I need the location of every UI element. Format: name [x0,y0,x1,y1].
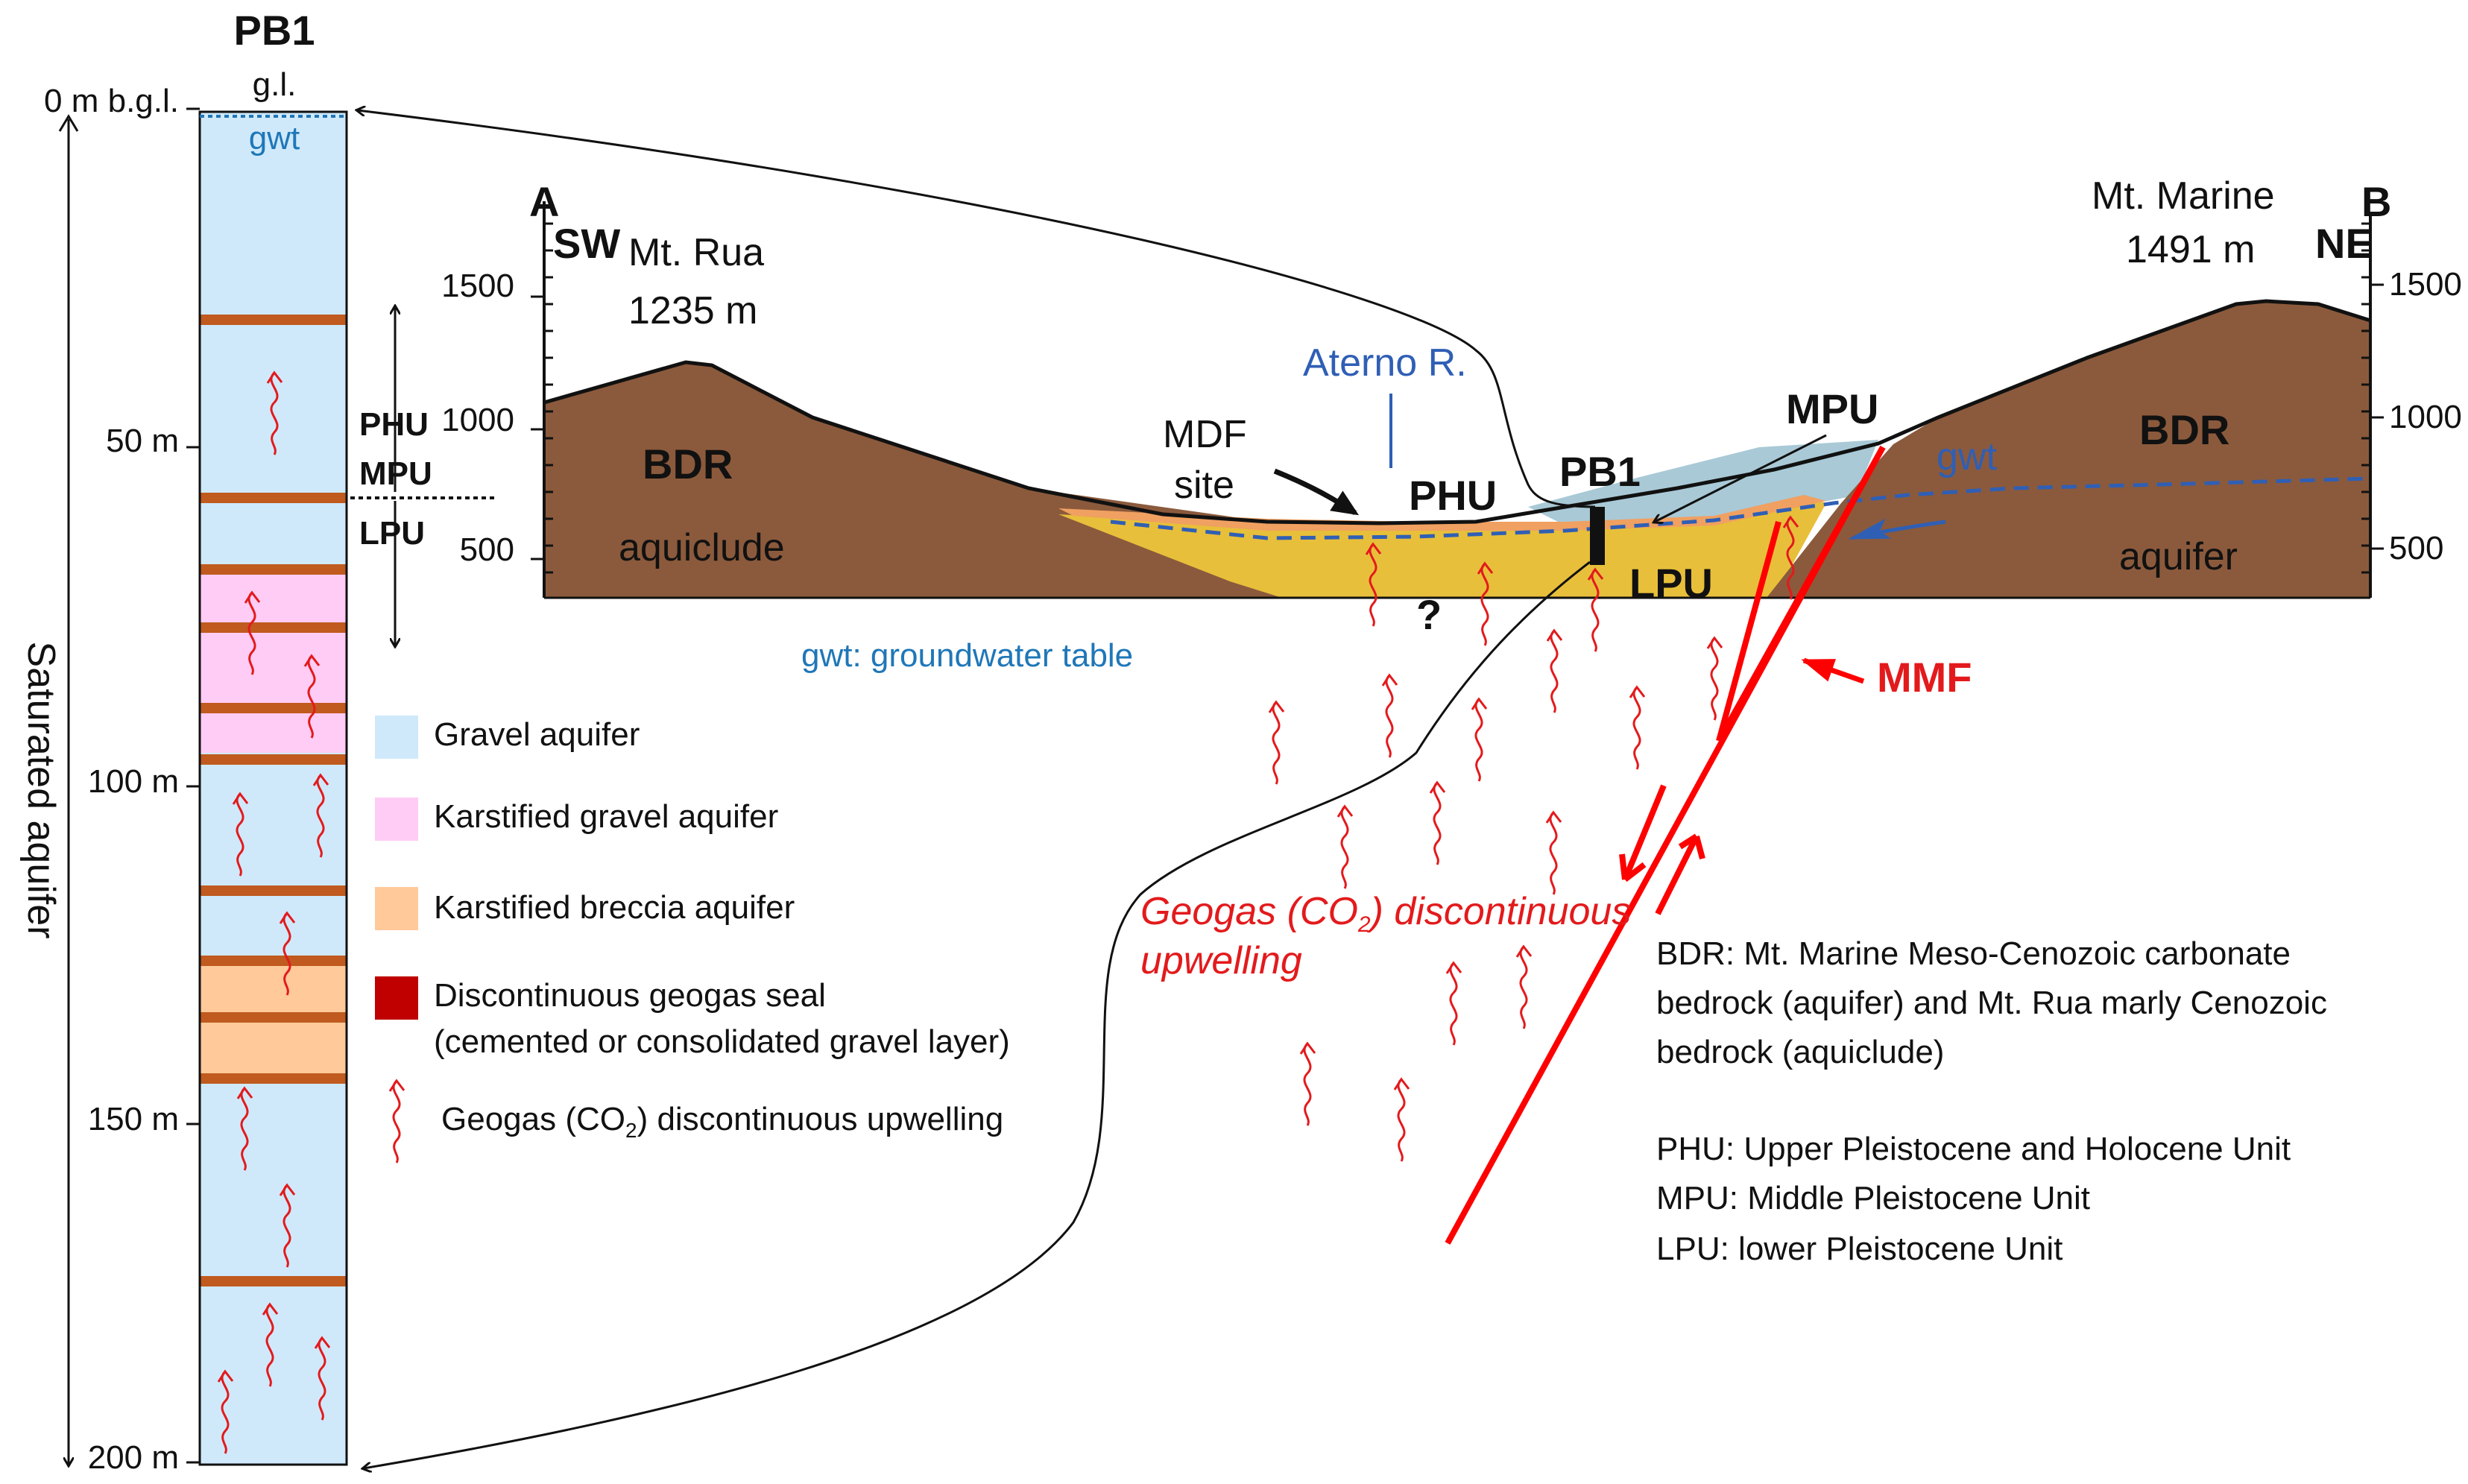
geogas-label-line2: upwelling [1140,939,1302,982]
section-dir-sw: SW [553,220,620,267]
right-tick-1000: 1000 [2389,399,2462,435]
phu-unit-label: PHU [359,406,429,443]
legend: Gravel aquifer Karstified gravel aquifer… [375,716,1010,1164]
depth-label-150: 150 m [88,1101,179,1137]
notes: BDR: Mt. Marine Meso-Cenozoic carbonate … [1656,935,2327,1267]
ground-level-label: g.l. [253,66,297,103]
mpu-section-label: MPU [1786,385,1878,432]
mpu-unit-label: MPU [359,455,432,492]
column-gravel-body [198,110,348,1466]
section-end-a: A [529,178,559,225]
depth-label-50: 50 m [106,423,179,459]
legend-upwelling-icon [388,1079,405,1164]
geogas-label-sub: 2 [1357,912,1371,937]
note-bdr-3: bedrock (aquiclude) [1656,1034,1944,1070]
lpu-section-label: LPU [1629,560,1713,607]
mt-rua-elevation: 1235 m [628,289,757,332]
gwt-note: gwt: groundwater table [801,637,1133,674]
geogas-label-post: ) discontinuous [1366,890,1632,933]
legend-label-seal: Discontinuous geogas seal [434,977,826,1014]
gwt-section-label: gwt [1937,435,1997,479]
mdf-label-line2: site [1174,464,1234,507]
connector-bottom [364,561,1591,1468]
right-minor-ticks [2361,222,2384,574]
geogas-label-line1: Geogas (CO2) discontinuous [1140,890,1631,937]
section-dir-ne: NE [2315,220,2373,267]
column-karst-gravel-layer [200,572,347,753]
left-tick-1500: 1500 [441,268,514,304]
mt-marine-name: Mt. Marine [2092,174,2275,218]
legend-swatch-gravel [375,716,418,759]
saturated-aquifer-label: Saturated aquifer [19,642,63,939]
legend-upwelling-post: ) discontinuous upwelling [637,1101,1004,1137]
bedrock-right [1767,301,2370,598]
legend-upwelling-pre: Geogas (CO [441,1101,625,1137]
fault-mmf [1445,446,1886,1245]
aterno-label: Aterno R. [1303,341,1467,385]
left-tick-1000: 1000 [441,402,514,438]
mpu-pointer-line [1655,434,1827,522]
legend-label-upwelling: Geogas (CO2) discontinuous upwelling [441,1101,1003,1142]
right-tick-500: 500 [2389,530,2443,566]
pb1-section-label: PB1 [1559,448,1641,495]
aquiclude-label: aquiclude [619,526,785,569]
phu-section-label: PHU [1409,472,1497,519]
legend-label-gravel: Gravel aquifer [434,716,640,753]
legend-swatch-seal [375,976,418,1020]
mt-marine-elevation: 1491 m [2126,228,2255,271]
note-bdr-2: bedrock (aquifer) and Mt. Rua marly Ceno… [1656,985,2327,1021]
column-title: PB1 [234,7,315,54]
left-minor-ticks [531,222,553,574]
mdf-pointer-arrow [1273,468,1360,516]
depth-label-100: 100 m [88,763,179,800]
borehole-column: PB1 g.l. gwt [19,7,498,1476]
column-seal-layers [200,315,347,1286]
cross-section: gwt 1500 1000 500 A SW [358,110,2462,1468]
geogas-label-pre: Geogas (CO [1140,890,1358,933]
note-phu: PHU: Upper Pleistocene and Holocene Unit [1656,1131,2291,1167]
note-lpu: LPU: lower Pleistocene Unit [1656,1231,2063,1267]
legend-label-karst-gravel: Karstified gravel aquifer [434,798,778,835]
bdr-right-label: BDR [2139,406,2229,453]
legend-swatch-karst-gravel [375,798,418,841]
depth-axis-top-arrow [58,114,79,132]
connector-top [358,110,1596,508]
depth-label-0: 0 m b.g.l. [44,83,179,119]
mt-rua-name: Mt. Rua [628,231,764,274]
lpu-unit-label: LPU [359,515,425,552]
bdr-left-label: BDR [643,441,733,487]
column-gwt-label: gwt [249,120,300,157]
aquifer-label: aquifer [2119,535,2238,578]
depth-label-200: 200 m [88,1439,179,1476]
note-mpu: MPU: Middle Pleistocene Unit [1656,1180,2090,1216]
column-outline [198,110,348,1466]
gwt-line-section [1110,476,2371,540]
gwt-flow-arrow [1848,518,1946,540]
question-mark: ? [1416,591,1442,638]
legend-swatch-karst-breccia [375,887,418,930]
left-tick-500: 500 [460,531,514,568]
legend-label-seal-detail: (cemented or consolidated gravel layer) [434,1023,1010,1060]
depth-ticks [186,107,200,1464]
note-bdr-1: BDR: Mt. Marine Meso-Cenozoic carbonate [1656,935,2291,972]
pb1-borehole-marker [1590,507,1605,565]
mdf-label-line1: MDF [1163,413,1247,456]
mmf-pointer-arrow [1801,657,1865,684]
legend-upwelling-sub: 2 [625,1119,637,1142]
section-end-b: B [2361,178,2391,225]
mmf-label: MMF [1877,654,1972,701]
right-tick-1500: 1500 [2389,266,2462,303]
fault-slip-arrows [1619,784,1705,915]
topographic-surface [543,299,2371,525]
legend-label-karst-breccia: Karstified breccia aquifer [434,889,795,926]
